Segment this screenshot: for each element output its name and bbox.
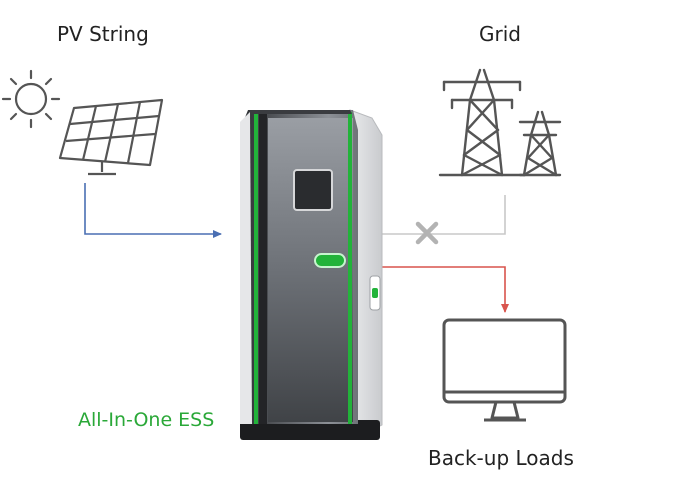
- load-flow-arrow: [382, 266, 509, 313]
- transmission-tower-icon: [438, 68, 562, 177]
- sun-icon: [1, 69, 61, 129]
- solar-panel-icon: [58, 98, 164, 176]
- monitor-icon: [442, 318, 567, 422]
- pv-flow-arrow: [84, 183, 222, 238]
- ess-label: All-In-One ESS: [78, 409, 215, 431]
- backup-loads-label: Back-up Loads: [428, 446, 574, 470]
- ess-cabinet: [240, 109, 383, 440]
- blocked-x-icon: [415, 221, 439, 245]
- pv-string-label: PV String: [57, 22, 149, 46]
- grid-label: Grid: [479, 22, 521, 46]
- grid-flow-line: [380, 195, 506, 235]
